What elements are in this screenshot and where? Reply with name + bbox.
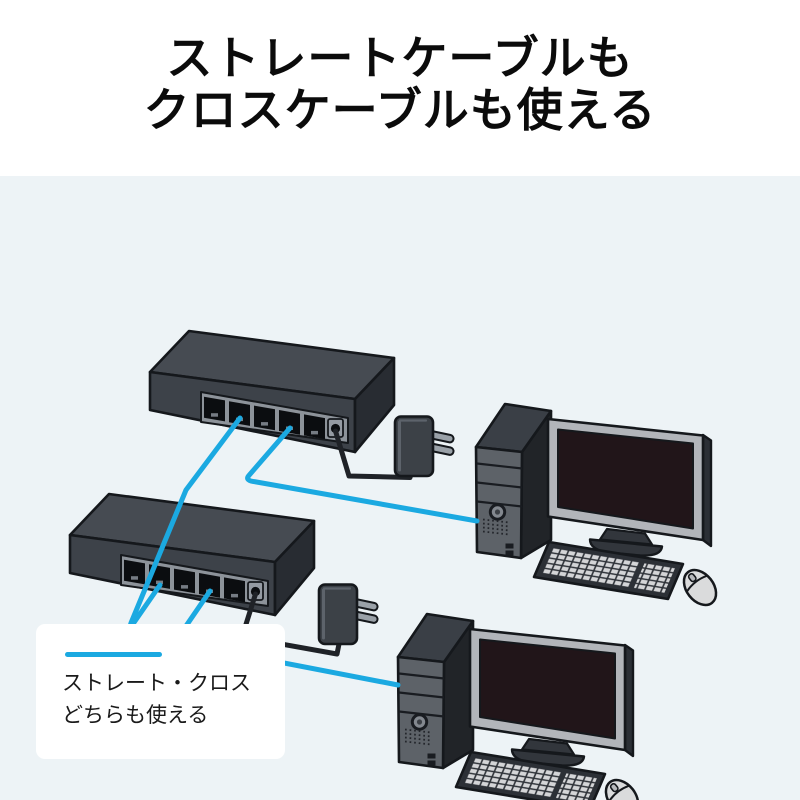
legend-cable-swatch <box>65 652 162 657</box>
lan-switch-bottom-icon <box>68 492 316 617</box>
legend-line-1: ストレート・クロス <box>62 672 251 695</box>
scene-background: ストレート・クロス どちらも使える <box>0 176 800 800</box>
ac-adapter-top-icon <box>393 415 456 478</box>
legend-text: ストレート・クロス どちらも使える <box>62 668 251 732</box>
lan-switch-top-icon <box>148 329 396 454</box>
legend-card: ストレート・クロス どちらも使える <box>36 624 285 759</box>
title-line-1: ストレートケーブルも <box>166 32 634 84</box>
desktop-pc-top-icon <box>474 402 725 613</box>
lan-cable-switch-to-pc-top <box>245 425 480 524</box>
title-line-2: クロスケーブルも使える <box>143 84 657 136</box>
ac-adapter-bottom-icon <box>317 583 380 646</box>
power-cord-bottom <box>239 591 342 657</box>
legend-line-2: どちらも使える <box>62 704 209 727</box>
page-title: ストレートケーブルも クロスケーブルも使える <box>0 32 800 136</box>
desktop-pc-bottom-icon <box>396 612 647 800</box>
